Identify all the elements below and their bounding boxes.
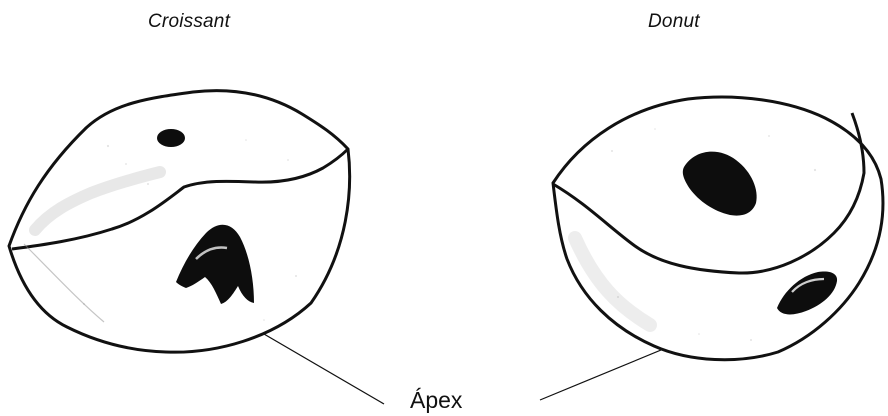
donut-shape-icon xyxy=(553,97,883,360)
croissant-outline xyxy=(9,91,350,353)
croissant-small-hole xyxy=(157,129,185,147)
donut-outline xyxy=(553,97,883,360)
croissant-shape-icon xyxy=(9,91,350,353)
